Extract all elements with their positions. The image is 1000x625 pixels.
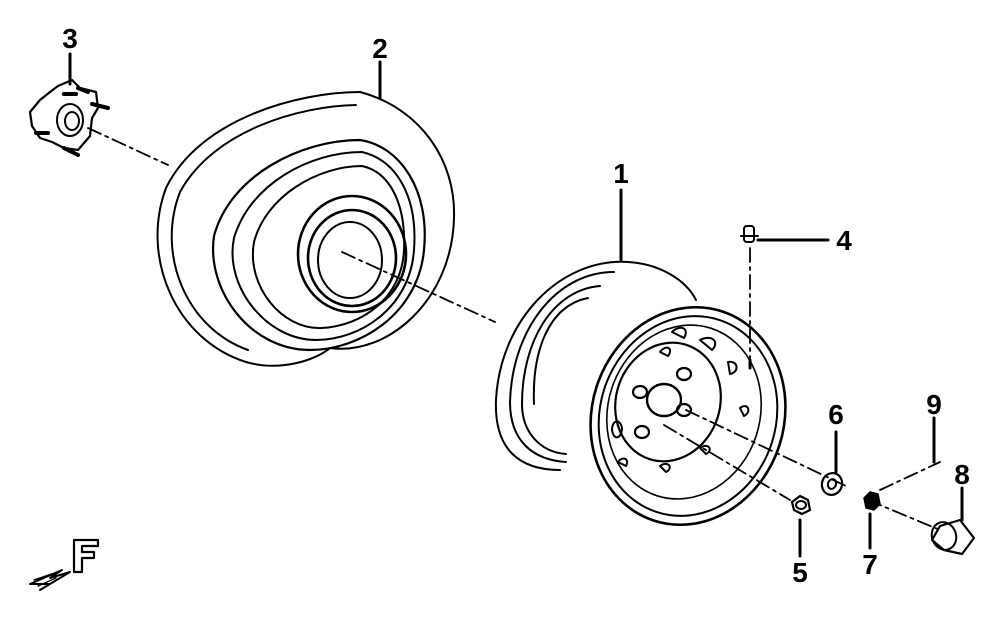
callout-5: 5 (792, 557, 808, 588)
tire (156, 91, 456, 367)
callout-4: 4 (836, 225, 852, 256)
callout-7: 7 (862, 549, 878, 580)
callout-2: 2 (372, 33, 388, 64)
front-direction-indicator: F (29, 538, 100, 591)
alignment-lines (87, 127, 941, 531)
front-label: F (86, 565, 87, 567)
valve-stem (740, 225, 759, 243)
callout-3: 3 (62, 23, 78, 54)
washer (820, 472, 844, 496)
callout-1: 1 (613, 158, 629, 189)
callout-labels: 1 2 3 4 5 6 7 8 9 (62, 23, 970, 588)
leader-lines (68, 52, 964, 558)
callout-6: 6 (828, 399, 844, 430)
callout-8: 8 (954, 459, 970, 490)
callout-9: 9 (926, 389, 942, 420)
center-cap (930, 518, 976, 556)
axle-nut (863, 491, 881, 511)
wheel-hub (28, 78, 110, 157)
lug-nut (790, 494, 812, 516)
wheel-rim (494, 260, 787, 527)
